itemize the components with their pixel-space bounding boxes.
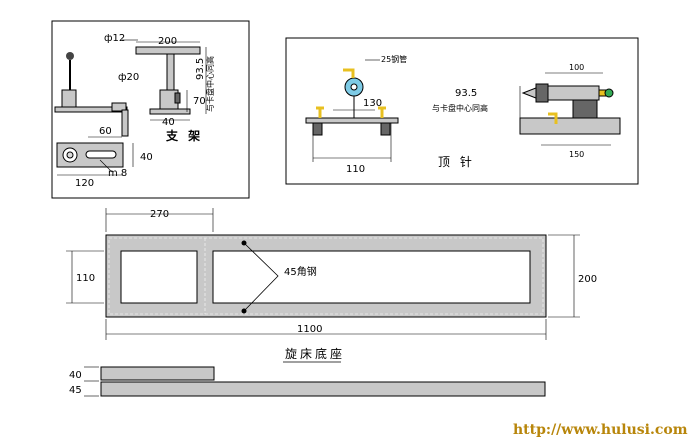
base-dim-200: 200 <box>578 274 597 285</box>
side-view: 40 45 <box>69 366 546 397</box>
support-dim-93-5: 93.5 <box>195 58 206 80</box>
base-angle-steel-label: 45角钢 <box>284 265 317 278</box>
watermark: http://www.hulusi.com <box>513 422 688 438</box>
support-knob <box>66 52 74 60</box>
support-dim-70: 70 <box>193 96 206 107</box>
support-dim-120: 120 <box>75 178 94 189</box>
tailstock-pipe-label: 25钢管 <box>381 54 407 64</box>
support-bolt-m8: m 8 <box>108 168 127 179</box>
side-bar-lower <box>100 381 546 397</box>
side-dim-45: 45 <box>69 385 82 396</box>
support-dim-200: 200 <box>158 36 177 47</box>
tailstock-dim-110: 110 <box>346 164 365 175</box>
support-dim-phi12: ф12 <box>104 33 125 44</box>
tailstock-dim-93-5: 93.5 <box>455 88 477 99</box>
support-dim-60: 60 <box>99 126 112 137</box>
tailstock-dim-100: 100 <box>569 63 584 72</box>
support-center-note: 与卡盘中心同高 <box>205 56 215 112</box>
tailstock-dim-130: 130 <box>363 98 382 109</box>
tailstock-dim-150: 150 <box>569 150 584 159</box>
support-dim-40-top: 40 <box>162 117 175 128</box>
tailstock-title: 顶 针 <box>438 154 475 169</box>
tailstock-center-note: 与卡盘中心同高 <box>432 103 488 113</box>
base-dim-270: 270 <box>150 209 169 220</box>
side-dim-40: 40 <box>69 370 82 381</box>
tailstock-panel: 25钢管 130 110 顶 针 100 93.5 与卡盘中心同高 150 <box>285 37 639 185</box>
support-dim-40-side: 40 <box>140 152 153 163</box>
base-dim-110: 110 <box>76 273 95 284</box>
handwheel-icon <box>604 88 614 98</box>
side-bar-upper <box>100 366 215 381</box>
support-panel: ф12 200 ф20 93.5 与卡盘中心同高 70 40 支 架 60 40… <box>51 20 250 199</box>
base-panel: 270 110 45角钢 200 1100 旋床底座 <box>66 208 597 363</box>
base-dim-1100: 1100 <box>297 324 322 335</box>
base-title: 旋床底座 <box>285 346 345 361</box>
support-title: 支 架 <box>165 128 203 143</box>
support-dim-phi20: ф20 <box>118 72 139 83</box>
